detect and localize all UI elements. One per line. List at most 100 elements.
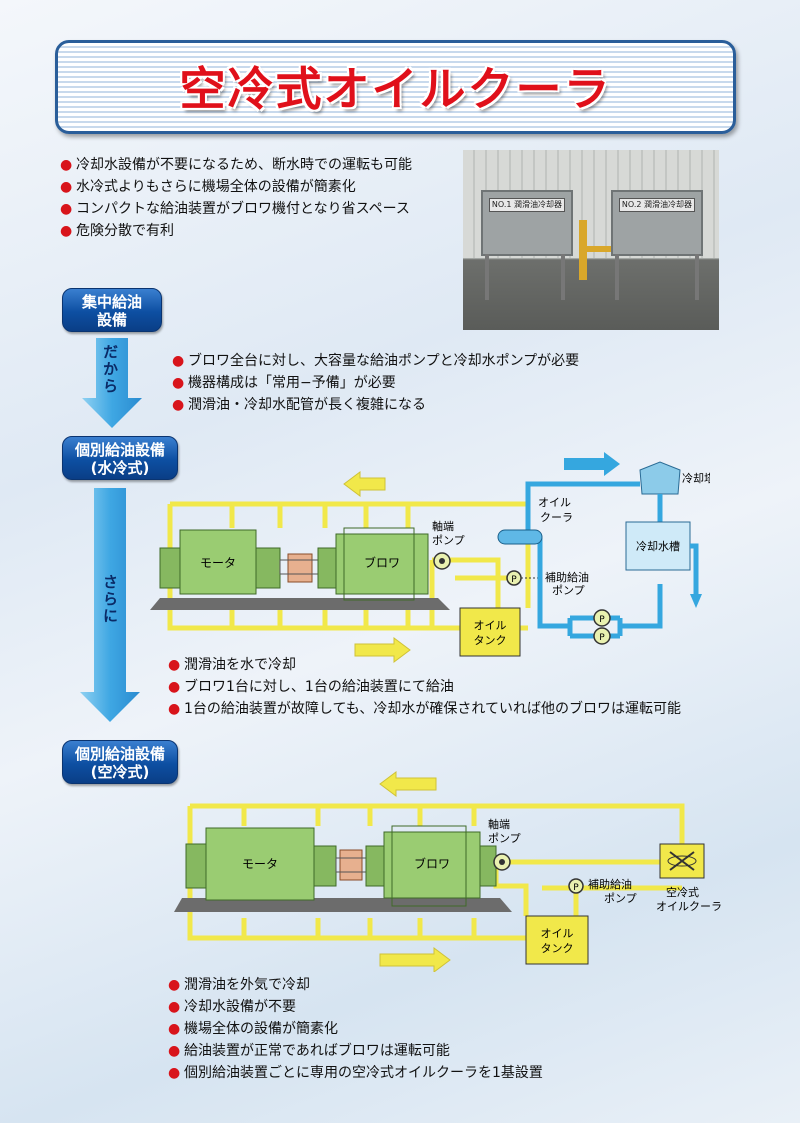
label-line: 個別給油設備 <box>74 745 165 763</box>
aux-pump-label: ポンプ <box>604 892 637 905</box>
central-bullet-list: ブロワ全台に対し、大容量な給油ポンプと冷却水ポンプが必要 機器構成は「常用−予備… <box>172 350 579 416</box>
motor-label: モータ <box>242 857 278 871</box>
photo-pipe <box>587 246 611 252</box>
cooling-water-tank <box>625 521 691 571</box>
photo-plate-1: NO.1 潤滑油冷却器 <box>489 198 565 212</box>
blower-label: ブロワ <box>414 856 450 871</box>
blower-end <box>317 547 337 589</box>
photo-plate-2: NO.2 潤滑油冷却器 <box>619 198 695 212</box>
coupling <box>287 553 313 583</box>
blower-end <box>365 845 385 887</box>
photo-pipe <box>579 220 587 280</box>
intro-bullet-list: 冷却水設備が不要になるため、断水時での運転も可能 水冷式よりもさらに機場全体の設… <box>60 154 412 242</box>
motor-label: モータ <box>200 556 236 570</box>
blower <box>383 831 481 899</box>
aux-pump-icon <box>568 878 584 894</box>
photo-leg <box>695 254 699 300</box>
list-item: 潤滑油を外気で冷却 <box>168 974 543 996</box>
list-item: 給油装置が正常であればブロワは運転可能 <box>168 1040 543 1062</box>
label-line: (空冷式) <box>90 763 150 781</box>
air-cooled-diagram: モータ ブロワ 軸端 ポンプ P 補助給油 ポンプ オイル タンク 空冷式 オイ… <box>174 771 722 972</box>
air-cooled-bullet-list: 潤滑油を外気で冷却 冷却水設備が不要 機場全体の設備が簡素化 給油装置が正常であ… <box>168 974 543 1084</box>
pump-symbol: P <box>599 615 605 625</box>
water-cooled-diagram: モータ ブロワ 軸端 ポンプ P 補助給油 ポンプ オイル タンク オイル クー… <box>150 452 710 663</box>
cooling-tower-label: 冷却塔 <box>682 472 710 485</box>
motor-end <box>159 547 181 589</box>
pump-symbol: P <box>511 575 517 585</box>
oil-flow-arrow-left <box>379 771 437 797</box>
motor <box>205 827 315 901</box>
oil-flow-arrow-left <box>343 471 386 497</box>
aux-pump-label: 補助給油 <box>588 877 632 891</box>
machine-base <box>150 598 450 610</box>
list-item: 水冷式よりもさらに機場全体の設備が簡素化 <box>60 176 412 198</box>
individual-air-cooled-label: 個別給油設備 (空冷式) <box>62 740 178 784</box>
oil-tank <box>459 607 521 657</box>
label-line: 設備 <box>96 311 127 329</box>
coupling <box>339 849 363 881</box>
fan-blade-icon <box>667 855 697 867</box>
oil-tank-label: オイル <box>474 619 507 632</box>
cooling-tank-label: 冷却水槽 <box>636 540 680 553</box>
list-item: 潤滑油・冷却水配管が長く複雑になる <box>172 394 579 416</box>
pump-symbol: P <box>573 883 579 893</box>
shaft-pump-label: 軸端 <box>488 817 510 831</box>
label-line: (水冷式) <box>90 459 150 477</box>
oil-tank <box>525 915 589 965</box>
blower-end <box>479 845 497 887</box>
photo-leg <box>615 254 619 300</box>
shaft-pump-center <box>499 859 505 865</box>
list-item: 危険分散で有利 <box>60 220 412 242</box>
list-item: 潤滑油を水で冷却 <box>168 654 681 676</box>
motor-end <box>185 843 207 889</box>
title-banner: 空冷式オイルクーラ <box>55 40 736 134</box>
list-item: 冷却水設備が不要 <box>168 996 543 1018</box>
list-item: 個別給油装置ごとに専用の空冷式オイルクーラを1基設置 <box>168 1062 543 1084</box>
shaft-pump-label: ポンプ <box>488 832 521 845</box>
list-item: 機場全体の設備が簡素化 <box>168 1018 543 1040</box>
air-cooler-label: オイルクーラ <box>656 900 722 913</box>
photo-cooler-unit-1: NO.1 潤滑油冷却器 <box>481 190 573 256</box>
photo-leg <box>561 254 565 300</box>
oil-tank-label: タンク <box>541 942 574 955</box>
motor-end <box>313 845 337 887</box>
list-item: コンパクトな給油装置がブロワ機付となり省スペース <box>60 198 412 220</box>
water-pump-icon <box>593 609 611 627</box>
shaft-pump-label: 軸端 <box>432 519 454 533</box>
down-arrow-1 <box>82 338 142 428</box>
pump-symbol: P <box>599 633 605 643</box>
list-item: 冷却水設備が不要になるため、断水時での運転も可能 <box>60 154 412 176</box>
label-line: 集中給油 <box>81 293 142 311</box>
individual-water-cooled-label: 個別給油設備 (水冷式) <box>62 436 178 480</box>
water-cooled-bullet-list: 潤滑油を水で冷却 ブロワ1台に対し、1台の給油装置にて給油 1台の給油装置が故障… <box>168 654 681 720</box>
machine-base <box>174 898 512 912</box>
oil-tank-label: タンク <box>474 634 507 647</box>
water-pump-icon <box>593 627 611 645</box>
arrow-label-dakara: だから <box>101 344 119 395</box>
oil-cooler-label: オイル <box>538 496 571 509</box>
oil-tank-label: オイル <box>541 927 574 940</box>
blower-label: ブロワ <box>364 555 400 570</box>
central-oil-supply-label: 集中給油 設備 <box>62 288 162 332</box>
fan-icon <box>669 851 695 871</box>
oil-cooler-label: クーラ <box>540 511 573 524</box>
list-item: 1台の給油装置が故障しても、冷却水が確保されていれば他のブロワは運転可能 <box>168 698 681 720</box>
blower <box>335 533 429 595</box>
shaft-pump-center <box>439 558 445 564</box>
aux-pump-label: ポンプ <box>552 584 585 597</box>
list-item: ブロワ全台に対し、大容量な給油ポンプと冷却水ポンプが必要 <box>172 350 579 372</box>
oil-cooler <box>497 529 543 545</box>
shaft-pump-label: ポンプ <box>432 534 465 547</box>
label-line: 個別給油設備 <box>74 441 165 459</box>
photo-leg <box>485 254 489 300</box>
motor-end <box>255 547 281 589</box>
water-flow-arrow-right <box>564 452 620 476</box>
blower-housing <box>343 527 415 601</box>
page-title: 空冷式オイルクーラ <box>179 62 612 116</box>
list-item: ブロワ1台に対し、1台の給油装置にて給油 <box>168 676 681 698</box>
oil-flow-arrow-right <box>379 947 451 972</box>
list-item: 機器構成は「常用−予備」が必要 <box>172 372 579 394</box>
down-arrow-2 <box>80 488 140 722</box>
water-flow-arrow <box>690 594 702 608</box>
blower-housing <box>391 825 467 907</box>
